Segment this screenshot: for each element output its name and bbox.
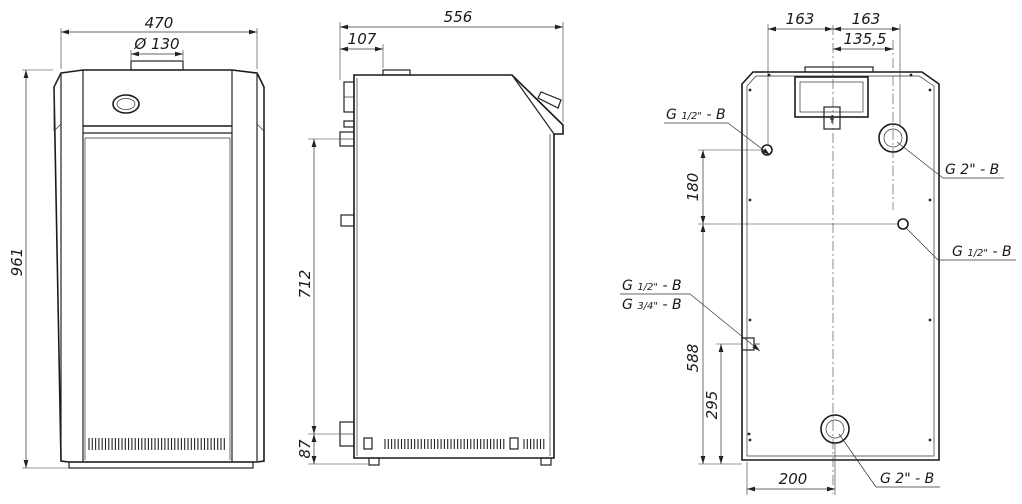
rear-dimensions: 163 163 135,5 180 588 295 200 xyxy=(684,10,901,495)
side-foot-rear xyxy=(540,457,552,466)
label-side-conn-lower: G 3/4" - B xyxy=(622,297,682,313)
rear-inlet-bottom xyxy=(820,414,850,444)
front-view xyxy=(53,60,265,469)
dim-rear-200: 200 xyxy=(779,470,808,488)
dim-rear-295: 295 xyxy=(703,391,721,420)
rear-flue-collar xyxy=(804,66,874,73)
dim-rear-163-right: 163 xyxy=(852,10,881,28)
front-flue-collar xyxy=(130,60,184,71)
dim-rear-163-left: 163 xyxy=(786,10,815,28)
dim-flue-offset-107: 107 xyxy=(348,30,377,48)
rivet-dot xyxy=(748,438,752,442)
dim-height-961: 961 xyxy=(8,248,26,277)
dim-width-470: 470 xyxy=(145,14,174,32)
side-view xyxy=(339,69,564,466)
side-body-outline xyxy=(353,74,564,459)
rear-view xyxy=(741,25,940,494)
front-control-window xyxy=(112,94,140,114)
label-top-left-conn: G 1/2" - B xyxy=(666,107,726,123)
rivet-dot xyxy=(928,438,932,442)
rear-connection-labels: G 1/2" - B G 2" - B G 1/2" - B G 1/2" - … xyxy=(620,107,1016,488)
dim-rear-588: 588 xyxy=(684,344,702,373)
front-vent-slots xyxy=(88,438,225,450)
rear-rivet-dots xyxy=(747,73,932,442)
front-base xyxy=(68,461,254,469)
rivet-dot xyxy=(747,432,751,436)
label-side-conn-upper: G 1/2" - B xyxy=(622,278,682,294)
dim-depth-556: 556 xyxy=(444,8,473,26)
label-top-right-conn: G 2" - B xyxy=(945,162,999,178)
dim-flue-diameter: Ø 130 xyxy=(133,35,179,53)
dim-rear-180: 180 xyxy=(684,173,702,202)
side-vent-slots xyxy=(384,439,545,449)
rivet-dot xyxy=(928,198,932,202)
side-dimensions: 556 107 712 87 xyxy=(296,8,564,465)
front-dimensions: 470 Ø 130 961 xyxy=(8,14,258,469)
rear-sensor-box xyxy=(823,106,841,130)
side-foot-front xyxy=(368,457,380,466)
rear-draught-hood xyxy=(794,76,869,118)
rivet-dot xyxy=(748,88,752,92)
rear-body-outline xyxy=(741,71,940,461)
rivet-dot xyxy=(928,318,932,322)
rivet-dot xyxy=(748,198,752,202)
rear-fitting-mid-right xyxy=(897,218,909,230)
side-flue-collar xyxy=(382,69,411,76)
rear-side-fitting xyxy=(741,337,755,351)
dim-connection-712: 712 xyxy=(296,270,314,299)
rivet-dot xyxy=(909,73,913,77)
label-mid-right-conn: G 1/2" - B xyxy=(952,244,1012,260)
label-bottom-conn: G 2" - B xyxy=(880,471,934,487)
rivet-dot xyxy=(748,318,752,322)
dim-low-87: 87 xyxy=(296,439,314,459)
dim-rear-135-5: 135,5 xyxy=(844,30,887,48)
rivet-dot xyxy=(928,88,932,92)
